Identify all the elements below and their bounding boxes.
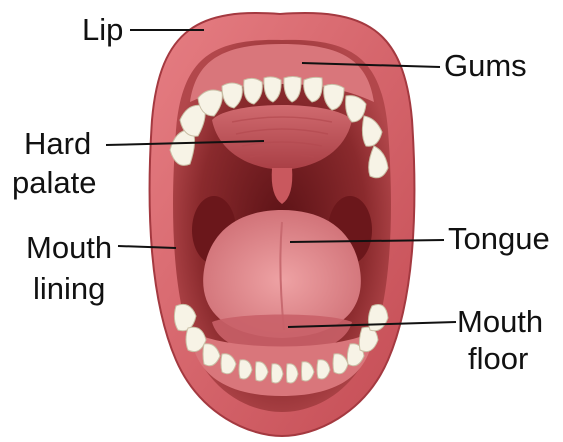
- label-hard-palate-line1: Hard: [24, 125, 91, 163]
- label-mouth-lining-line2: lining: [33, 270, 105, 308]
- label-mouth-lining-line1: Mouth: [26, 229, 112, 267]
- label-hard-palate-line2: palate: [12, 164, 96, 202]
- label-lip: Lip: [82, 11, 123, 49]
- label-mouth-floor-line2: floor: [468, 340, 528, 378]
- label-mouth-floor-line1: Mouth: [457, 303, 543, 341]
- label-tongue: Tongue: [448, 220, 550, 258]
- label-gums: Gums: [444, 47, 527, 85]
